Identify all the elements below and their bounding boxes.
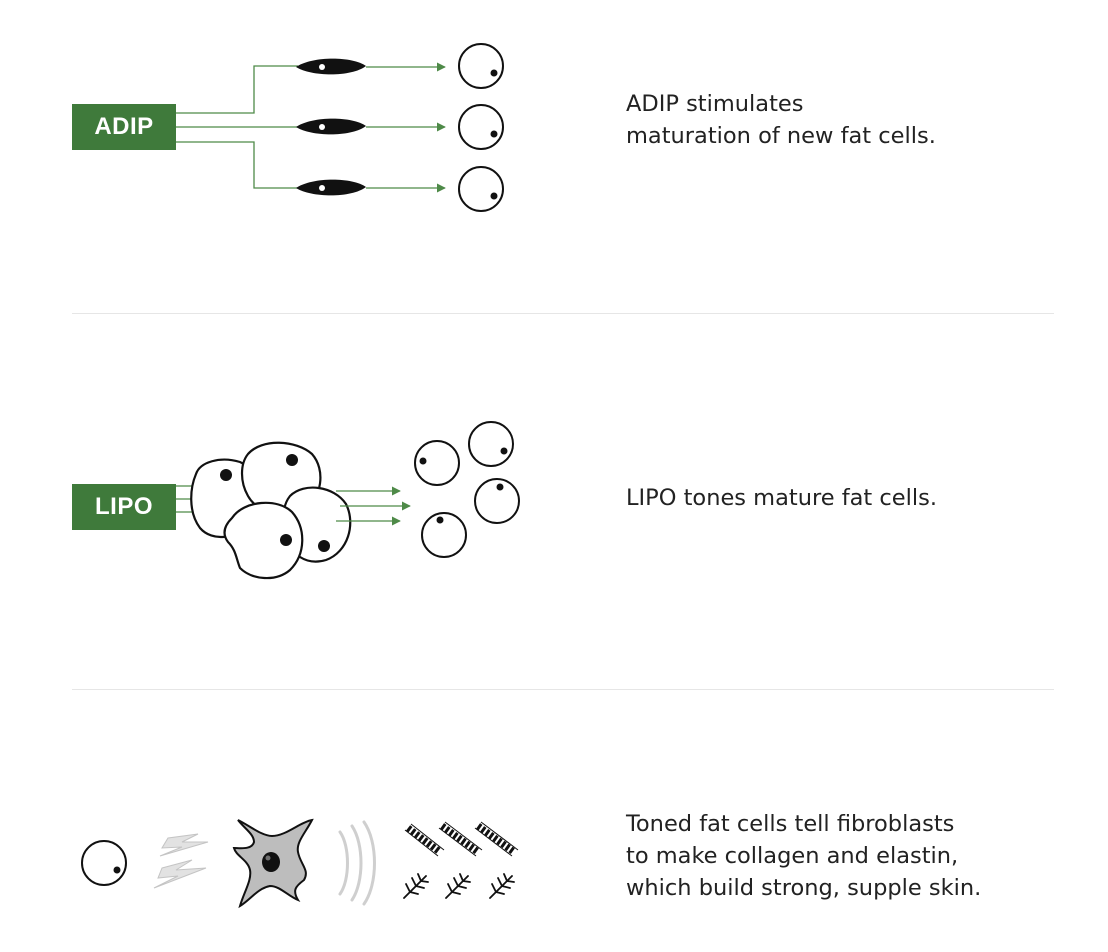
fibroblast-icon: [232, 818, 314, 909]
section-adip: ADIP ADIP stimulates maturation of new f…: [0, 0, 1108, 312]
signal-bolt-icon: [153, 833, 209, 889]
fat-cell-icon: [421, 512, 467, 558]
fat-cell-icon: [458, 104, 504, 150]
elastin-fiber-icon: [403, 873, 515, 899]
fat-cell-icon: [458, 43, 504, 89]
section-fibroblasts: Toned fat cells tell fibroblasts to make…: [0, 690, 1108, 952]
fat-cell-cluster-icon: [190, 441, 352, 580]
fat-cell-icon: [458, 166, 504, 212]
lipo-label: LIPO: [72, 484, 176, 530]
section-divider: [72, 313, 1054, 314]
adip-diagram: [176, 43, 504, 212]
section-lipo: LIPO LIPO tones mature fat cells.: [0, 314, 1108, 688]
preadipocyte-icon: [296, 179, 366, 196]
adip-label: ADIP: [72, 104, 176, 150]
fat-cell-icon: [474, 478, 520, 524]
lipo-diagram: [176, 421, 520, 580]
fat-cell-icon: [81, 840, 127, 886]
adip-caption: ADIP stimulates maturation of new fat ce…: [626, 91, 936, 149]
lipo-arrows: [336, 486, 411, 526]
lipo-caption: LIPO tones mature fat cells.: [626, 485, 937, 511]
collagen-fiber-icon: [405, 823, 517, 855]
fat-cell-icon: [468, 421, 514, 467]
fibroblast-diagram: [81, 818, 519, 909]
fat-cell-icon: [414, 440, 460, 486]
preadipocyte-icon: [296, 58, 366, 75]
adip-arrows: [366, 62, 446, 193]
fibroblast-caption: Toned fat cells tell fibroblasts to make…: [626, 811, 982, 901]
collagen-fiber-outline: [404, 821, 519, 857]
section-divider: [72, 689, 1054, 690]
adip-connectors: [176, 65, 298, 189]
wave-icon: [338, 820, 376, 906]
preadipocyte-icon: [296, 118, 366, 135]
